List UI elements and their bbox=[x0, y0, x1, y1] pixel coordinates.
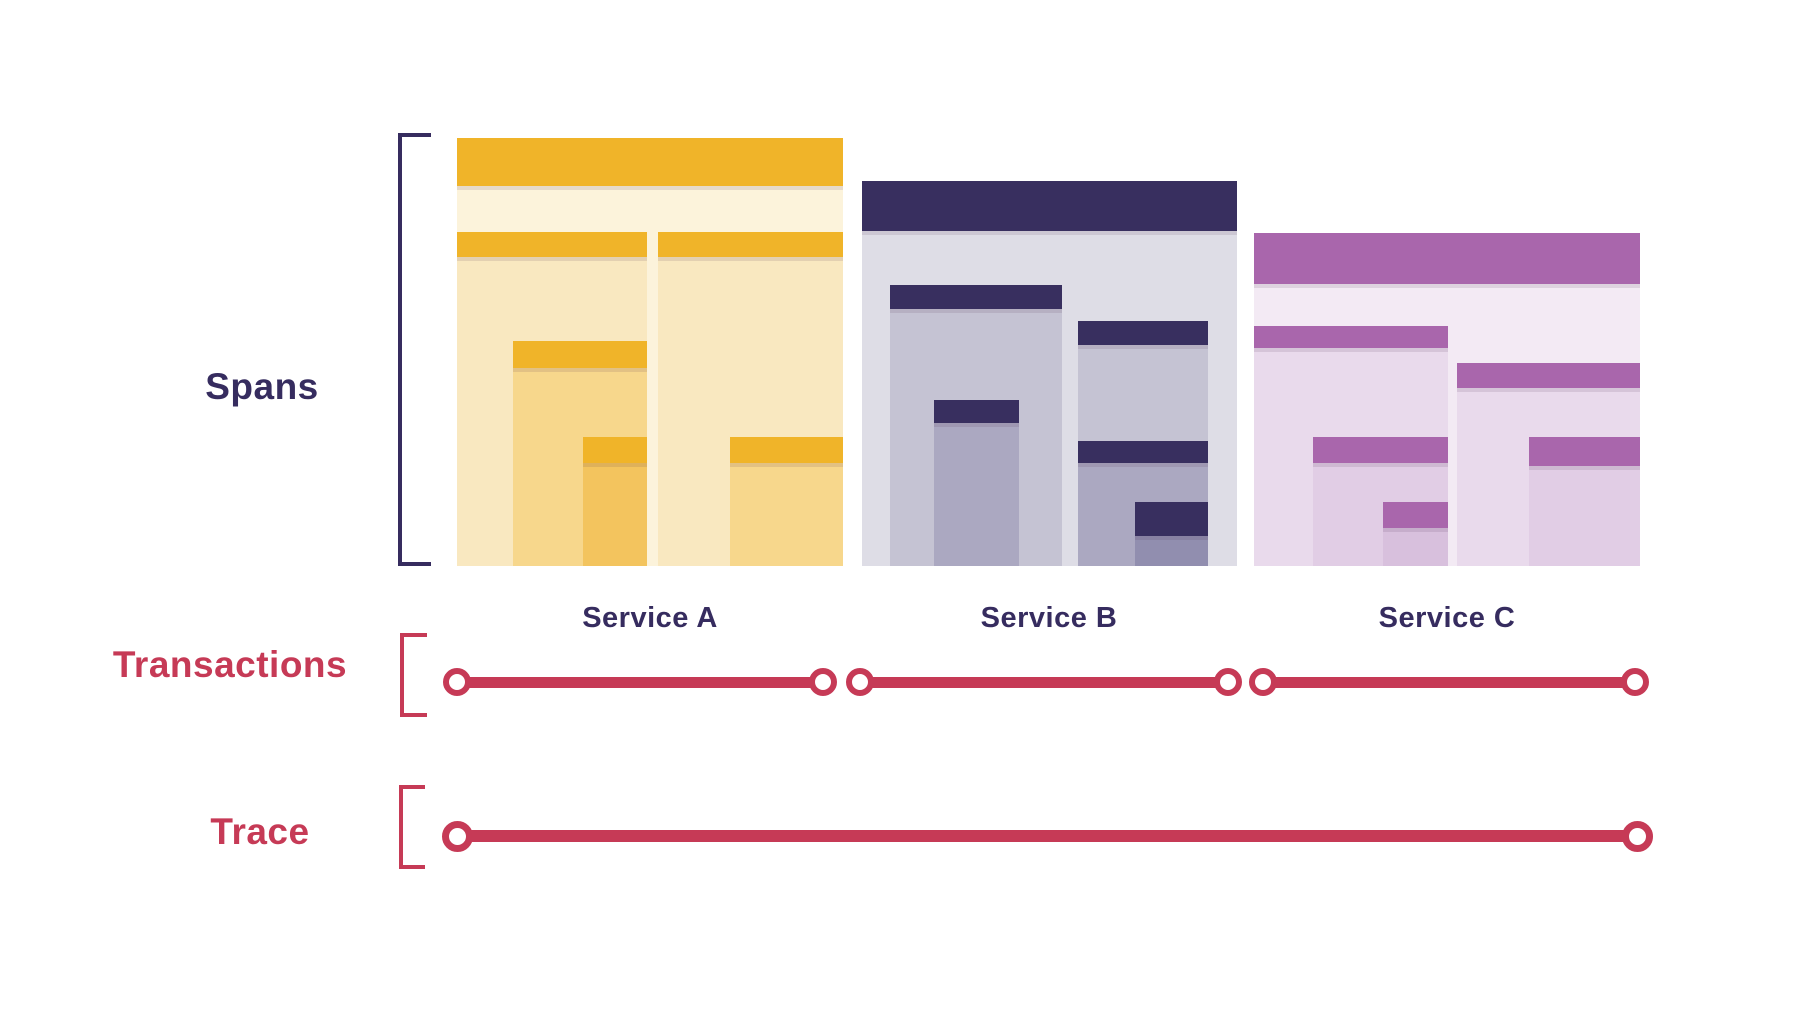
trace-label: Trace bbox=[210, 811, 310, 852]
service-c-span-header bbox=[1457, 363, 1640, 388]
transaction-endpoint-circle bbox=[846, 668, 874, 696]
transaction-endpoint-circle bbox=[809, 668, 837, 696]
service-b-span-body bbox=[934, 400, 1019, 566]
transaction-line bbox=[457, 676, 823, 688]
trace-line bbox=[457, 830, 1637, 842]
service-c-span-header bbox=[1529, 437, 1640, 466]
service-c-span-header bbox=[1313, 437, 1448, 463]
spans-label: Spans bbox=[205, 366, 319, 407]
trace-endpoint-circle bbox=[441, 820, 473, 852]
service-b-span-header bbox=[862, 181, 1237, 231]
transaction-endpoint-circle bbox=[1621, 668, 1649, 696]
transaction-line bbox=[860, 676, 1228, 688]
service-b-span-header bbox=[1078, 321, 1208, 345]
transaction-endpoint-circle bbox=[1214, 668, 1242, 696]
service-c-span-header bbox=[1254, 326, 1448, 348]
spans-bracket bbox=[398, 133, 431, 566]
service-b-span-header bbox=[1135, 502, 1208, 536]
service-a-span-header bbox=[583, 437, 647, 463]
service-a-span-header bbox=[730, 437, 843, 463]
service-a-span-header bbox=[457, 138, 843, 186]
transactions-bracket bbox=[400, 633, 427, 717]
transaction-endpoint-circle bbox=[1249, 668, 1277, 696]
transaction-line bbox=[1263, 676, 1635, 688]
service-a-span-header bbox=[513, 341, 647, 368]
transaction-endpoint-circle bbox=[443, 668, 471, 696]
service-a-label: Service A bbox=[582, 602, 718, 634]
service-b-span-header bbox=[934, 400, 1019, 423]
service-b-span-header bbox=[1078, 441, 1208, 463]
service-a-span-header bbox=[658, 232, 843, 257]
trace-endpoint-circle bbox=[1621, 820, 1653, 852]
service-a-span-header bbox=[457, 232, 647, 257]
service-c-span-header bbox=[1383, 502, 1448, 528]
trace-bracket bbox=[399, 785, 425, 869]
transactions-label: Transactions bbox=[112, 644, 348, 685]
service-b-span-header bbox=[890, 285, 1062, 309]
service-c-label: Service C bbox=[1378, 602, 1516, 634]
service-b-label: Service B bbox=[980, 602, 1118, 634]
service-c-span-header bbox=[1254, 233, 1640, 284]
